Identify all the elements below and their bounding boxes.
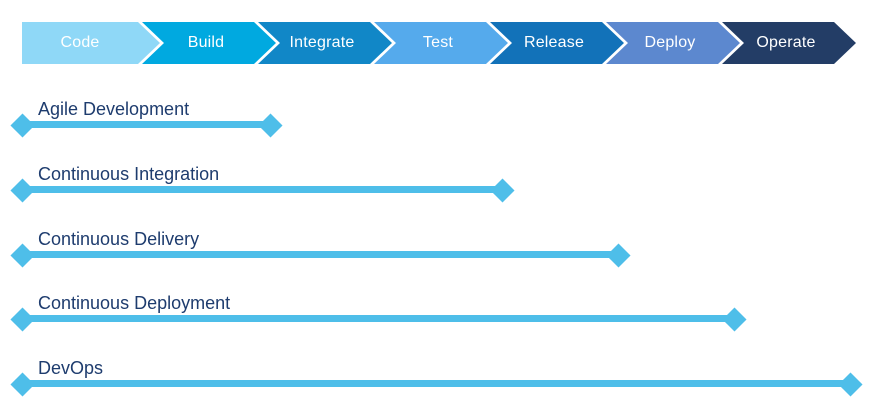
- span-end-diamond-icon: [489, 177, 515, 203]
- pipeline-stage-chevron: Release: [490, 22, 624, 64]
- span-end-diamond-icon: [257, 112, 283, 138]
- pipeline-stage-label: Release: [523, 34, 585, 51]
- pipeline-stage-label: Code: [60, 34, 100, 51]
- practice-span-label: Continuous Delivery: [38, 229, 200, 249]
- pipeline-stage-chevron: Code: [22, 22, 160, 64]
- practice-span-label: Continuous Integration: [38, 164, 220, 184]
- span-start-diamond-icon: [9, 112, 35, 138]
- span-start-diamond-icon: [9, 242, 35, 268]
- span-start-diamond-icon: [9, 306, 35, 332]
- span-end-diamond-icon: [837, 371, 863, 397]
- pipeline-stage-chevron: Test: [374, 22, 508, 64]
- practice-span-label: DevOps: [38, 358, 104, 378]
- practice-span-line: [19, 251, 618, 258]
- pipeline-stage-label: Integrate: [289, 34, 355, 51]
- span-start-diamond-icon: [9, 371, 35, 397]
- practice-span-label: Continuous Deployment: [38, 293, 231, 313]
- span-end-diamond-icon: [605, 242, 631, 268]
- pipeline-stage-chevron: Build: [142, 22, 276, 64]
- pipeline-stage-chevron: Operate: [722, 22, 856, 64]
- pipeline-stage-chevron: Deploy: [606, 22, 740, 64]
- pipeline-stage-label: Deploy: [644, 34, 696, 51]
- practice-span-line: [19, 380, 850, 387]
- practice-span-line: [19, 315, 734, 322]
- span-end-diamond-icon: [721, 306, 747, 332]
- span-start-diamond-icon: [9, 177, 35, 203]
- practice-span-line: [19, 121, 270, 128]
- pipeline-stage-label: Test: [422, 34, 454, 51]
- pipeline-stage-label: Build: [187, 34, 225, 51]
- pipeline-stage-chevron: Integrate: [258, 22, 392, 64]
- pipeline-stage-label: Operate: [756, 34, 816, 51]
- practice-span-line: [19, 186, 502, 193]
- practice-span-label: Agile Development: [38, 99, 190, 119]
